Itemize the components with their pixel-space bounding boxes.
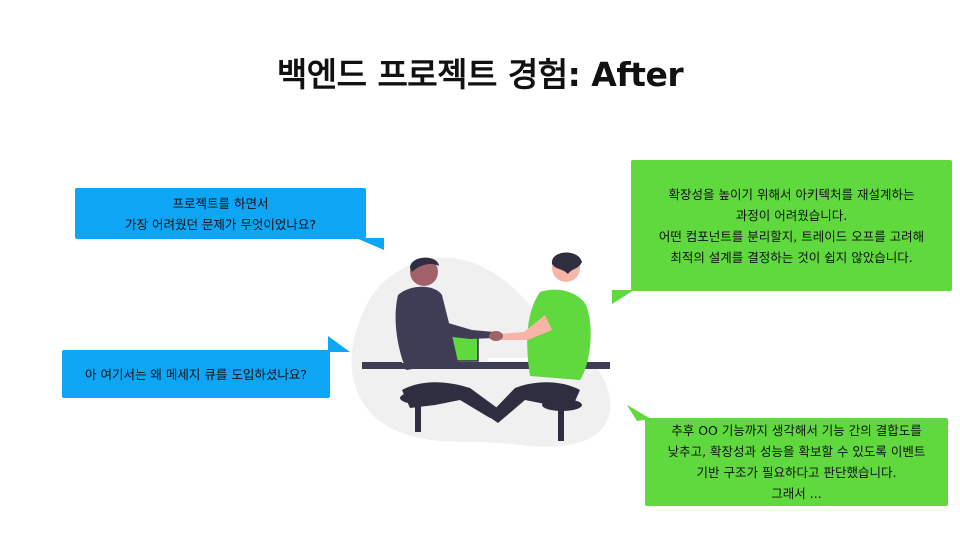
bubble-line: 확장성을 높이기 위해서 아키텍처를 재설계하는 (668, 186, 915, 202)
right-stool (542, 399, 582, 411)
right-person-arm (498, 315, 552, 340)
question-bubble-1: 프로젝트를 하면서 가장 어려웠던 문제가 무엇이었나요? (75, 188, 366, 239)
bubble-line: 어떤 컴포넌트를 분리할지, 트레이드 오프를 고려해 (658, 228, 925, 244)
question-bubble-2: 아 여기서는 왜 메세지 큐를 도입하셨나요? (62, 350, 330, 398)
table-top (362, 362, 610, 369)
bubble-line: 추후 OO 기능까지 생각해서 기능 간의 결합도를 (671, 423, 922, 438)
bubble-line: 최적의 설계를 결정하는 것이 쉽지 않았습니다. (670, 249, 913, 265)
bubble-line: 가장 어려웠던 문제가 무엇이었나요? (124, 216, 317, 232)
tail-shape (627, 405, 651, 421)
bubble-line: 아 여기서는 왜 메세지 큐를 도입하셨나요? (84, 366, 307, 382)
left-person-arm (436, 320, 494, 339)
question-bubble-1-tail (356, 238, 384, 250)
answer-bubble-1: 확장성을 높이기 위해서 아키텍처를 재설계하는 과정이 어려웠습니다. 어떤 … (631, 160, 952, 291)
left-person-hair (410, 257, 439, 272)
right-stool-leg (558, 407, 564, 441)
bubble-line: 프로젝트를 하면서 (172, 195, 269, 211)
bubble-line: 그래서 ... (771, 486, 822, 501)
right-person-legs (488, 382, 580, 423)
handshake-hands (489, 331, 503, 341)
bubble-line: 과정이 어려웠습니다. (735, 207, 848, 223)
question-bubble-2-tail (328, 336, 350, 352)
right-person-hair (551, 252, 582, 274)
right-person-body (527, 289, 591, 380)
slide-title: 백엔드 프로젝트 경험: After (276, 55, 684, 94)
left-person-legs (402, 382, 500, 418)
left-person-body (395, 286, 458, 370)
bubble-line: 기반 구조가 필요하다고 판단했습니다. (696, 465, 897, 480)
answer-bubble-2: 추후 OO 기능까지 생각해서 기능 간의 결합도를 낮추고, 확장성과 성능을… (645, 418, 948, 506)
two-people-handshake-illustration (351, 252, 611, 447)
left-stool (400, 392, 436, 404)
left-stool-leg (415, 400, 421, 432)
bubble-line: 낮추고, 확장성과 성능을 확보할 수 있도록 이벤트 (667, 444, 926, 459)
table-top-highlight (488, 358, 544, 361)
